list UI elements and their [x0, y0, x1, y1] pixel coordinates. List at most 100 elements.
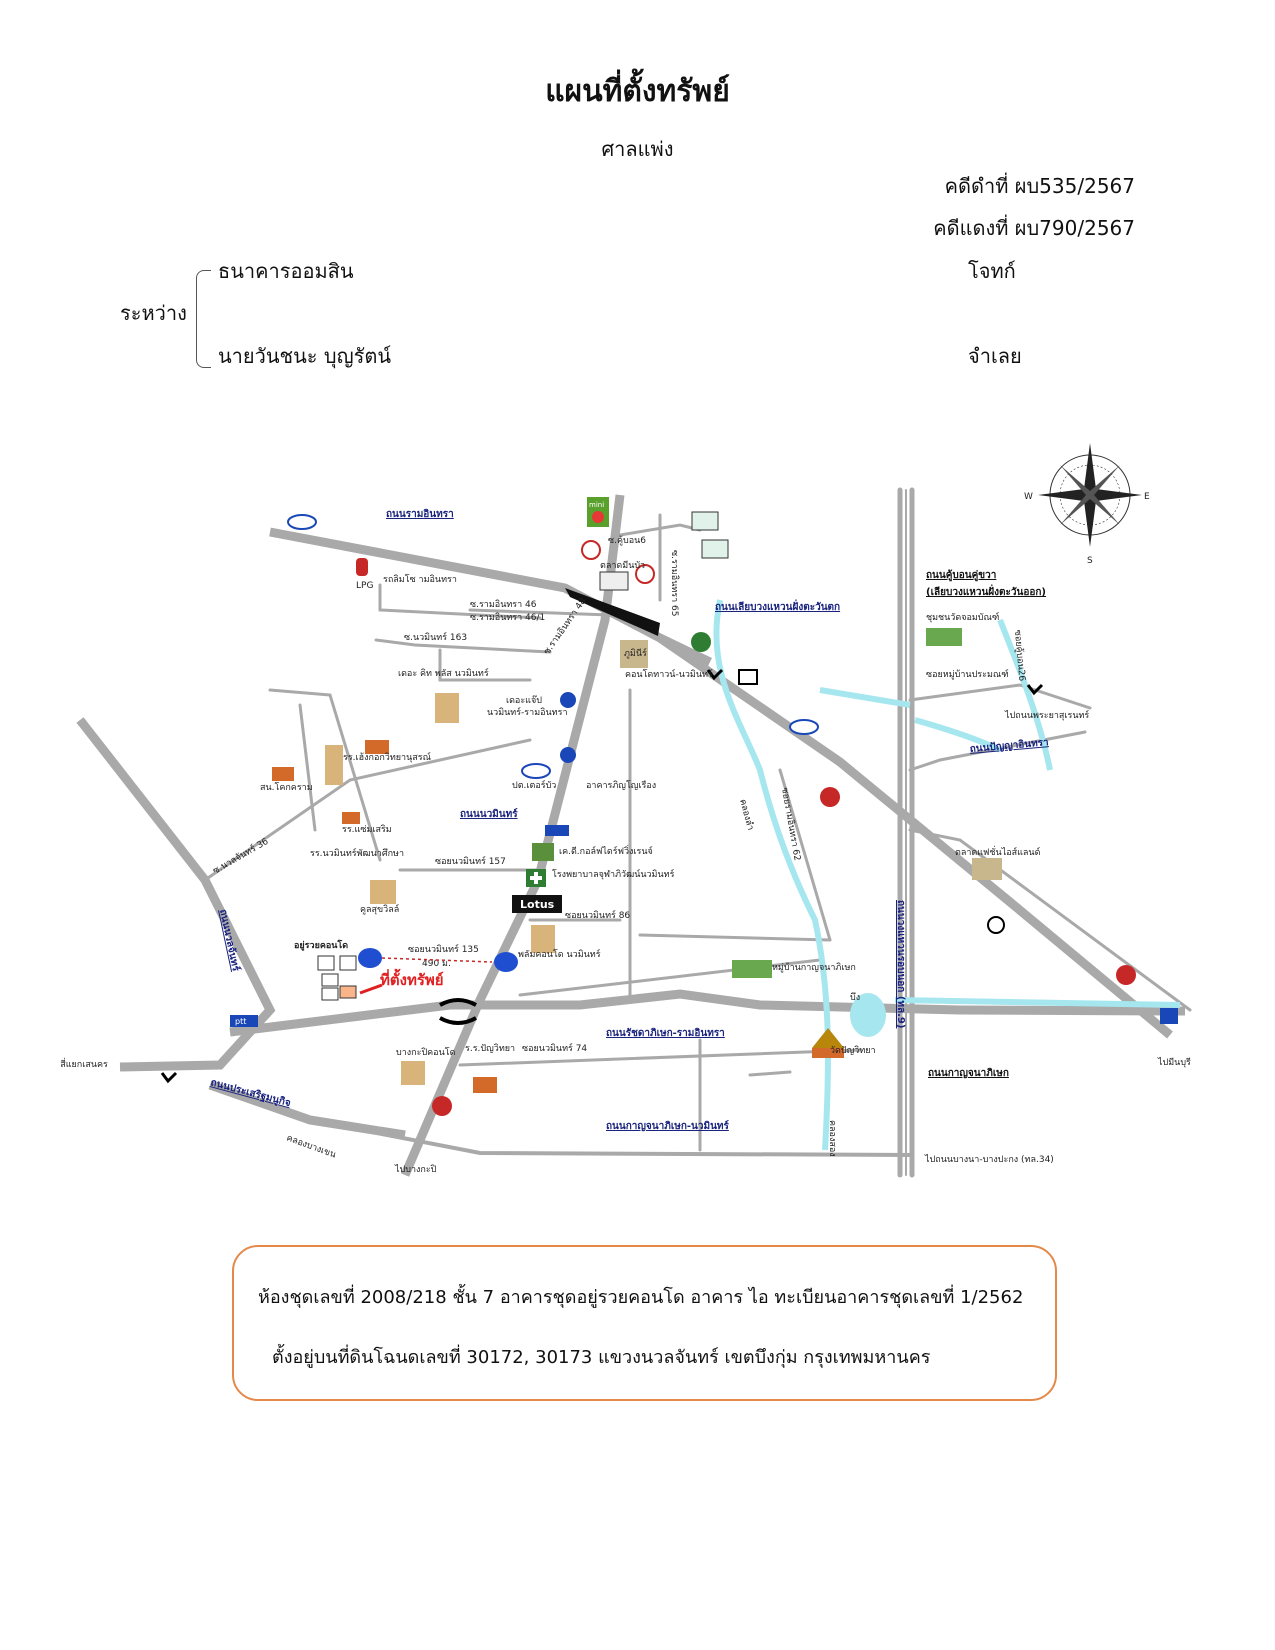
location-pin-icon	[358, 948, 518, 972]
compass-rose-icon: N S E W	[1024, 443, 1150, 566]
soi-nawamin-74: ซอยนวมินทร์ 74	[522, 1042, 587, 1054]
hospital-cross-icon	[526, 869, 546, 887]
property-condo-icon	[317, 955, 357, 1001]
temple-icon	[812, 1028, 844, 1058]
honda-logo-icon	[738, 669, 758, 685]
defendant-role: จำเลย	[968, 344, 1022, 368]
police-label: สน.โคกคราม	[260, 782, 313, 793]
minor-sois	[203, 513, 1192, 1152]
community-label: ชุมชนวัดจอมบัณฑ์	[926, 611, 999, 623]
soi-ram-46: ซ.รามอินทรา 46	[470, 599, 537, 610]
ratchada-ram-road	[229, 989, 1186, 1037]
soi-ram-48: ซ.รามอินทรา 48	[541, 596, 588, 657]
school-icon	[272, 740, 497, 1093]
canal-label-3: คลองบางเขน	[285, 1133, 337, 1160]
nawamin-label: ถนนนวมินทร์	[460, 808, 518, 820]
east-ring-label: ถนนเลียบวงแหวนฝั่งตะวันตก	[715, 599, 840, 613]
soi-ram-8: รถลิมโซ ามอินทรา	[383, 574, 457, 585]
school-1-label: รร.เฮ้งกอกวิทยานุสรณ์	[343, 751, 431, 763]
dest-bang-na: ไปถนนบางนา-บางปะกง (ทล.34)	[924, 1154, 1054, 1165]
bank-logo-icon	[1160, 1008, 1178, 1024]
plaintiff-name: ธนาคารออมสิน	[218, 259, 354, 283]
dest-phraya-surain: ไปถนนพระยาสุเรนทร์	[1004, 709, 1089, 721]
lpg-icon	[356, 558, 368, 576]
compass-e-label: E	[1144, 492, 1150, 502]
dest-min-buri: ไปมีนบุรี	[1157, 1057, 1191, 1068]
condo-1-label: คูลสุขวิลล์	[360, 903, 399, 915]
compass-w-label: W	[1024, 492, 1033, 502]
plaintiff-role: โจทก์	[968, 259, 1016, 283]
kanchana-nawamin-label: ถนนกาญจนาภิเษก-นวมินทร์	[606, 1120, 730, 1132]
court-name: ศาลแพ่ง	[601, 137, 674, 161]
lpg-label: LPG	[356, 581, 373, 591]
defendant-name: นายวันชนะ บุญรัตน์	[218, 344, 392, 368]
east-ring-right-label: ถนนคู้บอนคู่ขวา	[926, 569, 996, 582]
golf-icon	[532, 843, 554, 861]
temple-label: วัดปัญวิทยา	[830, 1045, 876, 1056]
community-icon	[926, 628, 962, 646]
condo-2-label: พลัมคอนโด นวมินทร์	[518, 948, 601, 960]
nuan-chan-road	[76, 717, 276, 1072]
canal-label-2: คลองลำ	[737, 798, 756, 832]
shell-icon	[987, 916, 1005, 934]
esso-logo-icon	[287, 514, 819, 779]
soi-nawamin-157: ซอยนวมินทร์ 157	[435, 855, 506, 867]
condo-3-label: อยู่รวยคอนโด	[294, 939, 348, 951]
unit-description: ห้องชุดเลขที่ 2008/218 ชั้น 7 อาคารชุดอย…	[258, 1287, 1024, 1308]
distance-label: 490 ม.	[422, 959, 451, 969]
school-4-label: ร.ร.ปัญวิทยา	[465, 1043, 515, 1054]
between-label: ระหว่าง	[120, 301, 187, 325]
kanchana-nawamin-road	[308, 1118, 912, 1157]
caltex-star-icon	[432, 787, 1136, 1116]
school-2-label: รร.แซ่มเสริม	[342, 824, 392, 835]
pt-station-label: ปต.เตอร์บัว	[512, 779, 556, 791]
property-arrow	[359, 983, 383, 995]
village-icon	[732, 960, 772, 978]
lotus-label: Lotus	[520, 898, 555, 911]
village-label: หมู่บ้านกาญจนาภิเษก	[772, 962, 856, 973]
outer-ring-road	[897, 487, 915, 1178]
the-kit-label: เดอะ คิท พลัส นวมินทร์	[398, 667, 489, 679]
golf-label: เค.ดี.กอล์ฟไดร์ฟวิ่งเรนจ์	[559, 844, 653, 857]
canal-label-1: คลองสอง	[827, 1120, 837, 1157]
mini-c-label: mini	[589, 501, 604, 509]
bung-label: บึง	[850, 992, 860, 1003]
ptt-label: ptt	[235, 1017, 246, 1026]
soi-ram-65: ซ.รามอินทรา 65	[669, 550, 680, 616]
talad-label: ตลาดมีนบัว	[600, 560, 645, 571]
condo-4-label: บางกะปิคอนโด	[396, 1047, 456, 1058]
condo-5-label: คอนโดทาวน์-นวมินทร์	[625, 668, 713, 680]
khlong-bang-khen-2-label: ซอยคู้บอน26	[1012, 629, 1027, 682]
soi-nuan-chan-36: ซ.นวลจันทร์ 36	[211, 835, 271, 877]
compass-s-label: S	[1087, 556, 1093, 566]
red-case-number: คดีแดงที่ ผบ790/2567	[933, 216, 1135, 240]
ratchada-ram-label: ถนนรัชดาภิเษก-รามอินทรา	[606, 1027, 725, 1039]
ptt-logo-icon	[230, 632, 711, 1027]
soi-nawamin-86: ซอยนวมินทร์ 86	[565, 909, 630, 921]
property-marker-label: ที่ตั้งทรัพย์	[380, 968, 444, 989]
thai-oil-label: อาคารภิญโญเรือง	[586, 780, 656, 791]
flyover-icon	[565, 588, 660, 636]
page-title: แผนที่ตั้งทรัพย์	[545, 74, 730, 109]
lotus-logo-icon	[512, 895, 562, 913]
soi-khu-bon-6: ซ.คู้บอน6	[608, 535, 646, 546]
mini-c-logo-icon	[587, 497, 609, 527]
interchange-icon-2	[160, 668, 1044, 1084]
soi-nawamin-135: ซอยนวมินทร์ 135	[408, 943, 479, 955]
ram-inthra-label: ถนนรามอินทรา	[386, 508, 454, 520]
school-3-label: รร.นวมินทร์พัฒนาศึกษา	[310, 847, 404, 859]
dest-bang-kapi: ไปบางกะปิ	[394, 1164, 437, 1175]
soi-ram-46-1: ซ.รามอินทรา 46/1	[470, 612, 545, 623]
property-info-box	[232, 1245, 1057, 1401]
village-house-icon	[691, 511, 729, 559]
hospital-label: โรงพยาบาลจุฬาภิวัฒน์นวมินทร์	[552, 868, 675, 880]
the-zack-label: เดอะแจ๊ป	[506, 695, 542, 706]
east-ring-right-sub-label: (เลียบวงแหวนฝั่งตะวันออก)	[926, 584, 1046, 598]
black-case-number: คดีดำที่ ผบ535/2567	[944, 174, 1135, 198]
soi-nawamin-163: ซ.นวมินทร์ 163	[404, 631, 467, 643]
kanchana-east-label: ถนนกาญจนาภิเษก	[928, 1067, 1009, 1079]
market-icon	[599, 571, 629, 591]
location-map: N S E W	[60, 443, 1192, 1178]
pet-shop-label: ซอยหมู่บ้านประมณฑ์	[926, 668, 1009, 680]
interchange-icon	[439, 998, 477, 1025]
